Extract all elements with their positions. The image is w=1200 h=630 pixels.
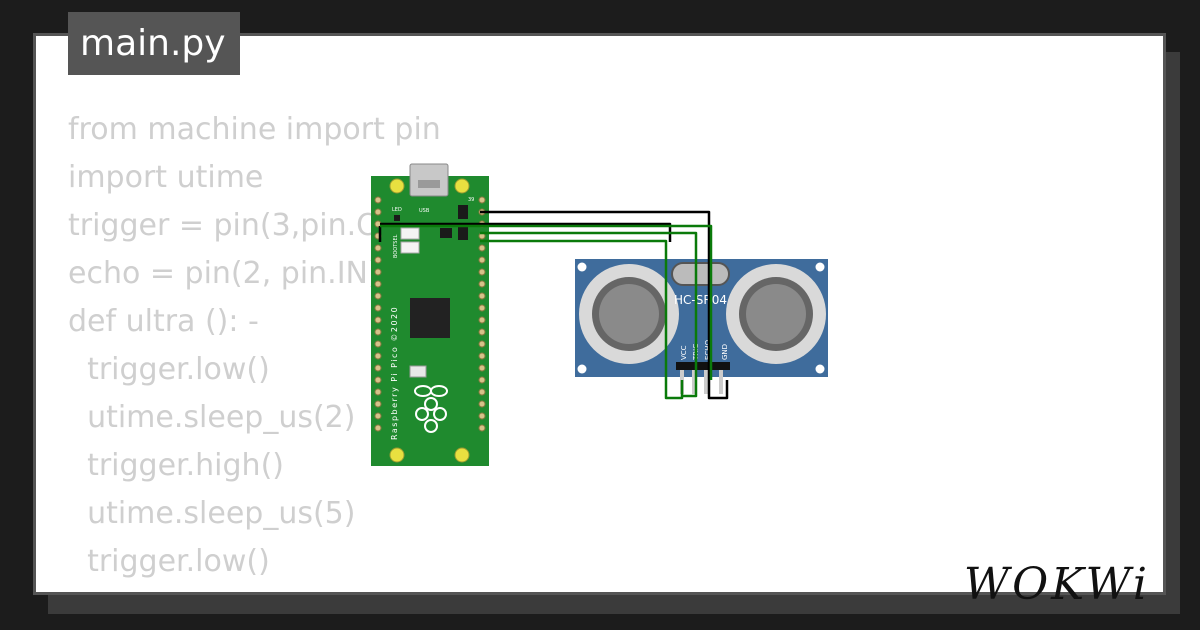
hc-sr04-sensor[interactable]: HC-SR04 VCC TRIG ECHO GND bbox=[575, 259, 828, 394]
code-line: trigger.high() bbox=[68, 448, 284, 483]
sensor-crystal bbox=[671, 262, 730, 286]
wire-trig[interactable] bbox=[480, 231, 698, 398]
wokwi-logo: WOKWi bbox=[963, 559, 1150, 610]
receiver-mesh-inner bbox=[746, 284, 806, 344]
bootsel-button-body bbox=[400, 241, 420, 254]
code-line: import utime bbox=[68, 160, 264, 195]
mounting-hole bbox=[577, 262, 587, 272]
sensor-pin-label-vcc: VCC bbox=[680, 345, 688, 360]
code-listing: from machine import pin import utime tri… bbox=[68, 106, 461, 592]
mounting-hole bbox=[389, 447, 405, 463]
sensor-pin-label-gnd: GND bbox=[721, 344, 729, 360]
code-line: utime.sleep_us(5) bbox=[68, 496, 356, 531]
wire-gnd[interactable] bbox=[480, 210, 729, 400]
pico-led-label: LED bbox=[392, 207, 402, 213]
pico-pin39-label: 39 bbox=[468, 197, 474, 203]
transmitter-mesh-inner bbox=[599, 284, 659, 344]
sensor-name: HC-SR04 bbox=[674, 293, 727, 307]
raspberry-logo-icon bbox=[414, 385, 448, 433]
pico-crystal bbox=[409, 365, 427, 378]
wire-echo[interactable] bbox=[380, 224, 713, 380]
pico-bootsel-label: BOOTSEL bbox=[393, 234, 399, 258]
pico-component bbox=[458, 226, 468, 240]
mounting-hole bbox=[577, 364, 587, 374]
pico-component bbox=[440, 228, 452, 238]
mounting-hole bbox=[389, 178, 405, 194]
filename-tab[interactable]: main.py bbox=[68, 12, 240, 75]
wire-vcc[interactable] bbox=[480, 239, 684, 400]
code-line: trigger.low() bbox=[68, 352, 270, 387]
code-line: def ultra (): - bbox=[68, 304, 259, 339]
mounting-hole bbox=[454, 178, 470, 194]
code-line: echo = pin(2, pin.IN) bbox=[68, 256, 380, 291]
led bbox=[394, 215, 400, 221]
mounting-hole bbox=[454, 447, 470, 463]
mounting-hole bbox=[815, 364, 825, 374]
code-line: from machine import pin bbox=[68, 112, 441, 147]
wires bbox=[378, 210, 729, 400]
rp2040-chip bbox=[410, 298, 450, 338]
pico-board-text: Raspberry Pi Pico ©2020 bbox=[390, 306, 399, 440]
pico-component bbox=[458, 205, 468, 219]
mounting-hole bbox=[815, 262, 825, 272]
pico-usb-label: USB bbox=[419, 208, 430, 214]
pico-board[interactable]: USB LED 39 BOOTSEL Raspberry Pi Pico ©20… bbox=[371, 163, 489, 466]
bootsel-button[interactable] bbox=[400, 227, 420, 240]
sensor-pin-header bbox=[676, 362, 730, 370]
code-line: utime.sleep_us(2) bbox=[68, 400, 356, 435]
usb-port bbox=[418, 180, 440, 188]
code-line: trigger.low() bbox=[68, 544, 270, 579]
